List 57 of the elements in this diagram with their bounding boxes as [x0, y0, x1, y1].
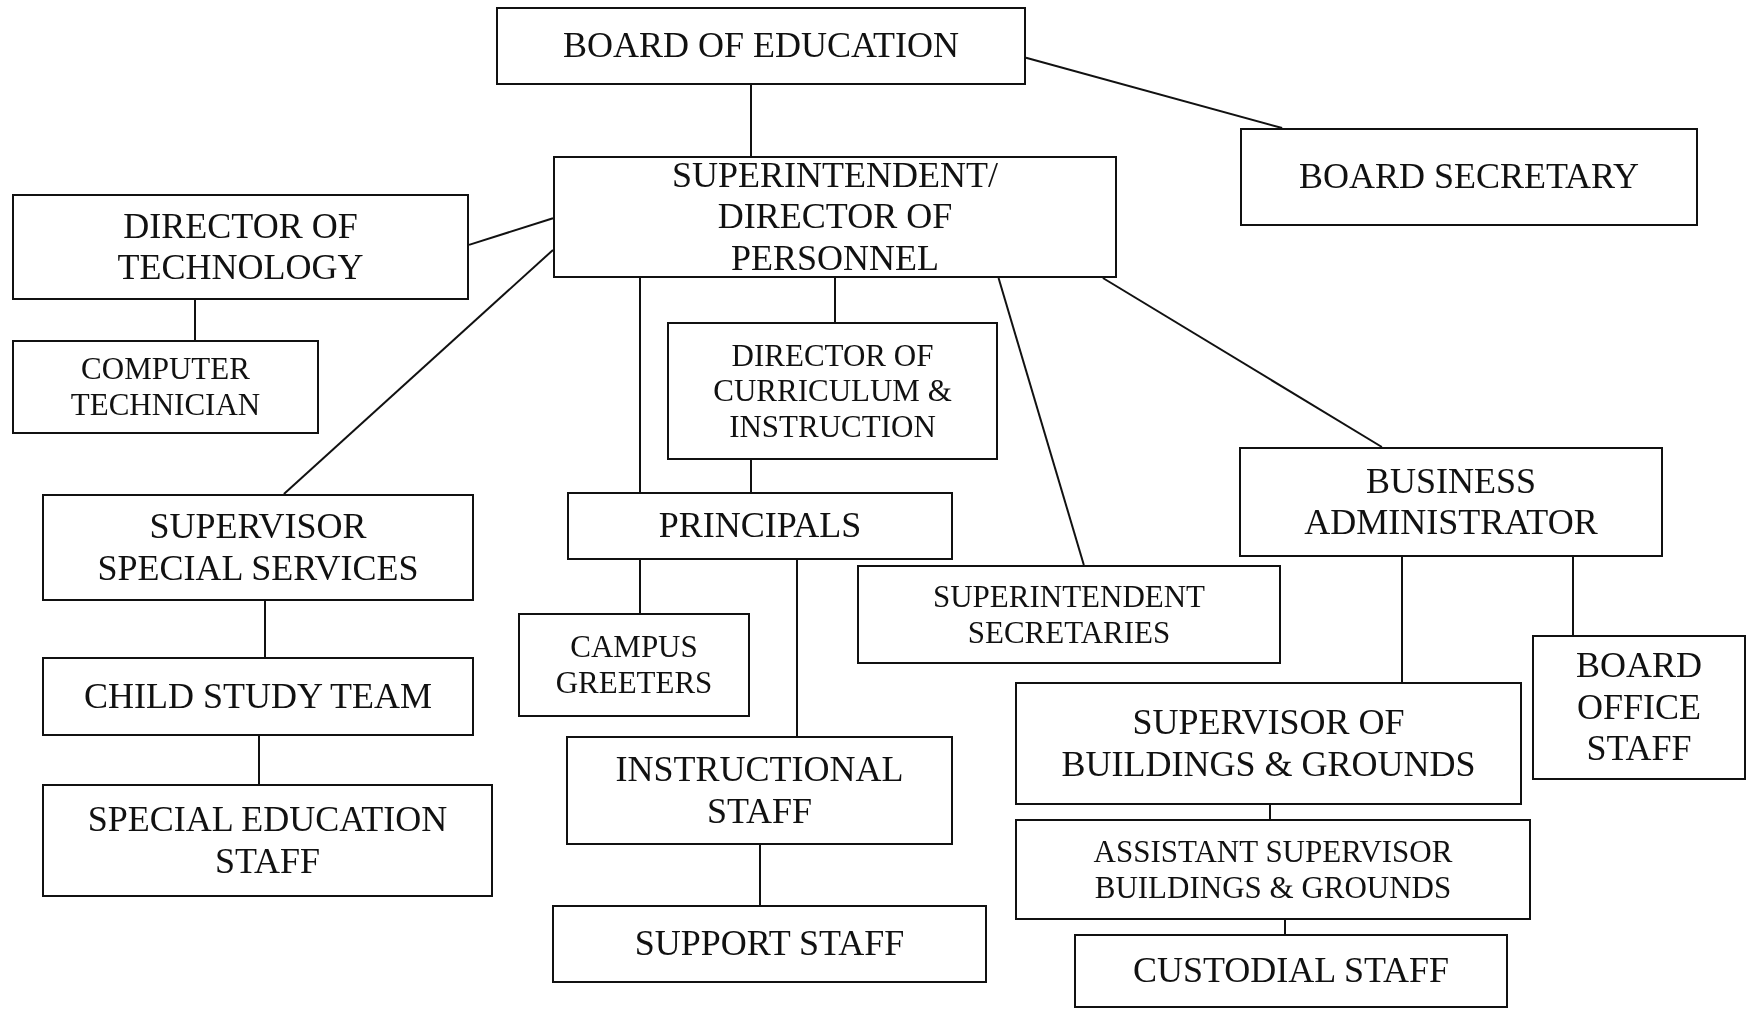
- node-label: SUPERINTENDENT/ DIRECTOR OF PERSONNEL: [671, 154, 999, 280]
- node-label: DIRECTOR OF CURRICULUM & INSTRUCTION: [712, 337, 953, 445]
- node-label: CHILD STUDY TEAM: [84, 675, 432, 718]
- org-box: [1015, 682, 1522, 805]
- org-box: [12, 194, 469, 300]
- connector-line: [1269, 804, 1271, 820]
- org-box: [42, 784, 493, 897]
- org-box: [1532, 635, 1746, 780]
- org-box: [553, 156, 1117, 278]
- connector-line: [639, 559, 641, 614]
- org-box: [1015, 819, 1531, 920]
- node-label: SPECIAL EDUCATION STAFF: [86, 799, 449, 882]
- node-label: CUSTODIAL STAFF: [1132, 950, 1450, 992]
- node-label: BUSINESS ADMINISTRATOR: [1303, 460, 1599, 544]
- node-label: BOARD OF EDUCATION: [563, 25, 959, 67]
- connector-line: [639, 277, 641, 493]
- node-label: DIRECTOR OF TECHNOLOGY: [116, 205, 365, 289]
- org-box: [857, 565, 1281, 664]
- node-label: SUPERVISOR SPECIAL SERVICES: [96, 506, 420, 589]
- connector-line: [194, 299, 196, 341]
- org-box: [1074, 934, 1508, 1008]
- node-label: BOARD SECRETARY: [1298, 156, 1640, 198]
- org-box: [518, 613, 750, 717]
- connector-line: [1572, 556, 1574, 636]
- connector-line: [1284, 919, 1286, 935]
- node-label: CAMPUS GREETERS: [554, 629, 714, 701]
- org-box: [1239, 447, 1663, 557]
- node-label: SUPERVISOR OF BUILDINGS & GROUNDS: [1060, 702, 1477, 785]
- org-box: [567, 492, 953, 560]
- connector-line: [468, 217, 554, 246]
- connector-line: [750, 84, 752, 157]
- connector-line: [759, 844, 761, 906]
- node-label: INSTRUCTIONAL STAFF: [614, 749, 905, 832]
- connector-line: [997, 277, 1085, 566]
- org-box: [667, 322, 998, 460]
- node-label: SUPPORT STAFF: [634, 923, 905, 965]
- org-box: [496, 7, 1026, 85]
- connector-line: [796, 559, 798, 737]
- node-label: ASSISTANT SUPERVISOR BUILDINGS & GROUNDS: [1092, 833, 1454, 906]
- connector-line: [258, 735, 260, 785]
- connector-line: [1401, 556, 1403, 683]
- org-box: [12, 340, 319, 434]
- connector-line: [750, 459, 752, 493]
- org-box: [42, 657, 474, 736]
- connector-line: [1101, 277, 1383, 448]
- node-label: PRINCIPALS: [658, 505, 862, 547]
- org-box: [1240, 128, 1698, 226]
- connector-line: [282, 248, 554, 495]
- connector-line: [1025, 56, 1284, 129]
- connector-line: [834, 277, 836, 323]
- org-box: [566, 736, 953, 845]
- node-label: BOARD OFFICE STAFF: [1575, 645, 1703, 770]
- node-label: COMPUTER TECHNICIAN: [69, 351, 262, 423]
- connector-line: [264, 600, 266, 658]
- org-box: [42, 494, 474, 601]
- node-label: SUPERINTENDENT SECRETARIES: [931, 578, 1207, 651]
- org-box: [552, 905, 987, 983]
